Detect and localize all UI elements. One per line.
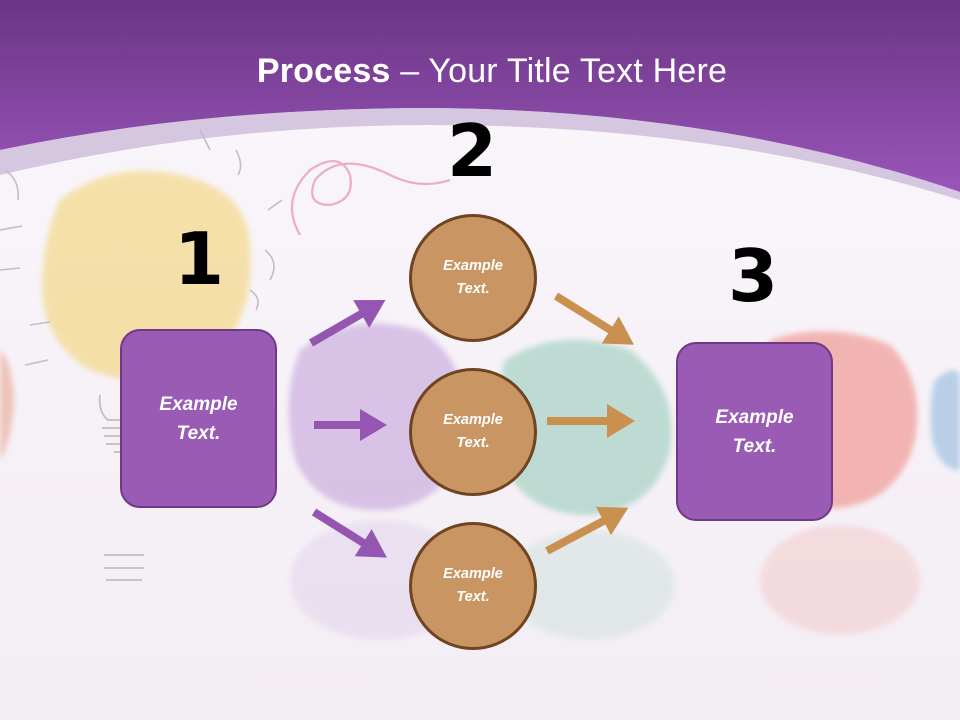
- pink-squiggle: [290, 160, 451, 236]
- circle-text-top: Example Text.: [443, 258, 503, 297]
- page-title: Process – Your Title Text Here: [0, 52, 960, 91]
- title-bold: Process: [256, 52, 391, 90]
- step-number-2: 2: [446, 109, 498, 193]
- step-1-box[interactable]: Example Text.: [120, 329, 277, 508]
- arrow-up-left: [309, 300, 386, 347]
- title-rest: – Your Title Text Here: [390, 52, 728, 90]
- left-arrows: [309, 300, 387, 558]
- arrow-mid-left: [314, 409, 387, 441]
- header-swoosh: [0, 108, 960, 200]
- doodle-lines: [0, 129, 283, 366]
- arrow-up-right: [553, 292, 635, 345]
- arrow-down-right: [545, 506, 629, 555]
- circle-text-bottom: Example Text.: [443, 566, 503, 605]
- step-2-circle-middle[interactable]: Example Text.: [409, 368, 537, 496]
- arrow-mid-right: [547, 404, 635, 438]
- crumpled-paper-green: [497, 339, 672, 515]
- header-band: [0, 0, 960, 192]
- right-arrows: [545, 292, 635, 555]
- arrow-down-left: [311, 508, 387, 558]
- step-2-circle-bottom[interactable]: Example Text.: [409, 522, 537, 650]
- crumpled-paper-yellow: [41, 170, 251, 381]
- crumpled-paper-blue: [930, 370, 960, 470]
- step-number-1: 1: [173, 217, 225, 301]
- step-3-text: Example Text.: [715, 406, 794, 457]
- circle-text-middle: Example Text.: [443, 412, 503, 451]
- step-3-box[interactable]: Example Text.: [676, 342, 833, 521]
- step-2-circle-top[interactable]: Example Text.: [409, 214, 537, 342]
- step-number-3: 3: [727, 234, 779, 318]
- step-1-text: Example Text.: [159, 393, 238, 444]
